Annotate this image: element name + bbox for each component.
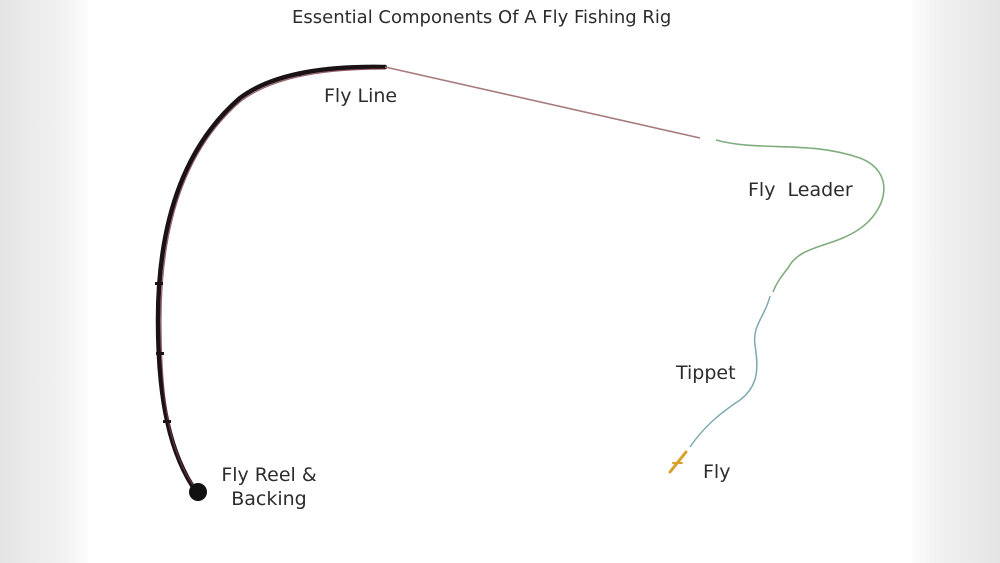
rod-guide [155, 282, 163, 285]
right-margin [912, 0, 1000, 563]
tippet-line [689, 295, 771, 448]
rod-guide [156, 352, 164, 355]
label-fly-leader: Fly Leader [748, 179, 853, 201]
fly-line [384, 66, 701, 139]
fly-rod-highlight [160, 68, 386, 489]
label-fly-line: Fly Line [324, 85, 398, 107]
rod-guide [291, 73, 301, 76]
fly-rod [155, 64, 388, 496]
fly-leader [715, 139, 885, 293]
label-fly-reel-line1: Fly Reel & [221, 464, 317, 486]
label-fly: Fly [703, 461, 731, 483]
label-tippet: Tippet [676, 362, 736, 384]
diagram-title: Essential Components Of A Fly Fishing Ri… [292, 7, 672, 28]
rod-guide [163, 420, 171, 423]
label-fly-reel-line2: Backing [231, 488, 307, 510]
left-margin [0, 0, 88, 563]
fly-reel [189, 483, 207, 501]
label-fly-reel: Fly Reel & Backing [214, 463, 324, 511]
